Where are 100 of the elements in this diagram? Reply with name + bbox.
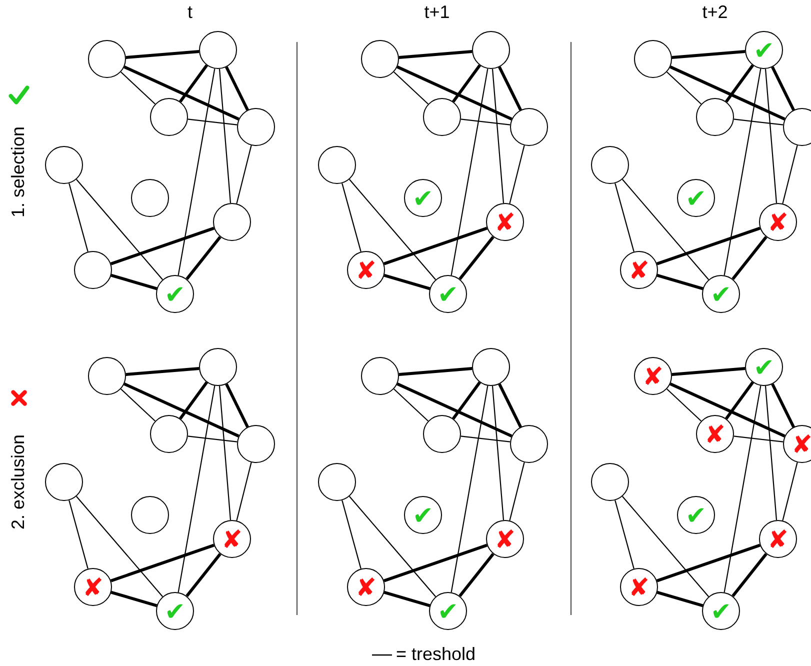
node-circle: [634, 357, 672, 395]
mark-symbol: ✘: [768, 526, 788, 552]
edge-line: [188, 436, 238, 442]
mark-symbol: ✘: [82, 574, 104, 600]
node-circle: [131, 496, 169, 534]
node-circle: [677, 179, 715, 217]
edge-line: [782, 462, 798, 521]
mark-symbol: ✔: [412, 186, 434, 210]
edge-line: [732, 236, 768, 280]
node-circle: [74, 568, 112, 606]
node-circle: [620, 568, 658, 606]
node-circle: [213, 520, 251, 558]
edge-line: [396, 66, 512, 120]
edge-line: [771, 383, 795, 428]
mark-symbol: ✔: [710, 282, 732, 306]
node-circle: [510, 108, 548, 146]
row-label: 1. selection: [9, 126, 27, 218]
edge-line: [450, 68, 488, 276]
edge-line: [656, 544, 760, 582]
node-circle: [696, 415, 734, 453]
node-circle: [677, 496, 715, 534]
edge-line: [614, 183, 634, 252]
mark-symbol: ✔: [438, 598, 458, 624]
mark-symbol: ✘: [356, 258, 376, 282]
edge-line: [218, 68, 232, 204]
edge-line: [110, 590, 158, 608]
edge-line: [771, 66, 795, 111]
legend-text: = treshold: [396, 645, 476, 663]
edge-line: [186, 236, 222, 280]
edge-line: [384, 274, 430, 290]
mark-symbol: ✘: [356, 574, 376, 600]
node-circle: [237, 425, 275, 463]
edge-line: [782, 145, 798, 204]
edge-line: [178, 381, 208, 420]
node-circle: [472, 348, 510, 386]
node-circle: [404, 179, 442, 217]
edge-line: [126, 50, 200, 59]
edge-line: [670, 66, 786, 120]
edge-line: [452, 64, 482, 103]
node-circle: [696, 98, 734, 136]
edge-line: [124, 66, 240, 120]
mark-symbol: ✘: [222, 526, 242, 552]
node-circle: [361, 40, 399, 78]
edge-line: [458, 552, 494, 598]
mark-symbol: ✔: [164, 598, 186, 624]
node-circle: [783, 425, 811, 463]
edge-line: [186, 552, 222, 598]
edge-line: [384, 226, 488, 266]
node-circle: [620, 251, 658, 289]
edge-line: [509, 462, 525, 521]
mark-symbol: ✘: [628, 258, 650, 282]
edge-line: [734, 436, 784, 442]
node-circle: [156, 592, 194, 630]
edge-line: [394, 388, 428, 422]
mark-symbol: ✔: [686, 186, 706, 210]
node-circle: [199, 31, 237, 69]
edge-line: [764, 68, 778, 204]
edge-line: [236, 145, 252, 204]
node-circle: [423, 98, 461, 136]
mark-symbol: ✔: [686, 502, 706, 528]
edge-line: [188, 118, 238, 126]
node-circle: [74, 251, 112, 289]
edge-line: [225, 66, 249, 111]
edge-line: [218, 386, 232, 520]
node-circle: [150, 415, 188, 453]
edge-line: [656, 590, 704, 608]
row-label: 2. exclusion: [9, 434, 27, 530]
node-circle: [318, 146, 356, 184]
edge-line: [384, 590, 430, 608]
edge-line: [225, 383, 249, 428]
node-circle: [131, 179, 169, 217]
node-circle: [591, 463, 629, 501]
mark-symbol: ✘: [768, 210, 788, 234]
edge-line: [120, 388, 156, 422]
node-circle: [199, 348, 237, 386]
edge-line: [348, 496, 436, 597]
node-circle: [634, 40, 672, 78]
mark-symbol: ✘: [704, 422, 726, 446]
mark-symbol: ✔: [438, 282, 458, 306]
node-circle: [486, 520, 524, 558]
edge-line: [236, 462, 252, 521]
edge-line: [76, 496, 164, 597]
edge-line: [458, 236, 494, 280]
edge-line: [342, 500, 362, 569]
mark-symbol: ✔: [754, 38, 774, 62]
edge-line: [509, 145, 525, 204]
node-circle: [783, 108, 811, 146]
edge-line: [348, 179, 436, 280]
edge-line: [396, 382, 512, 438]
edge-line: [492, 386, 504, 520]
node-circle: [347, 568, 385, 606]
edge-line: [450, 386, 488, 592]
node-circle: [45, 463, 83, 501]
node-circle: [745, 31, 783, 69]
edge-line: [398, 367, 472, 376]
node-circle: [361, 357, 399, 395]
edge-line: [342, 183, 362, 252]
node-circle: [213, 203, 251, 241]
edge-line: [120, 72, 156, 104]
node-circle: [423, 415, 461, 453]
